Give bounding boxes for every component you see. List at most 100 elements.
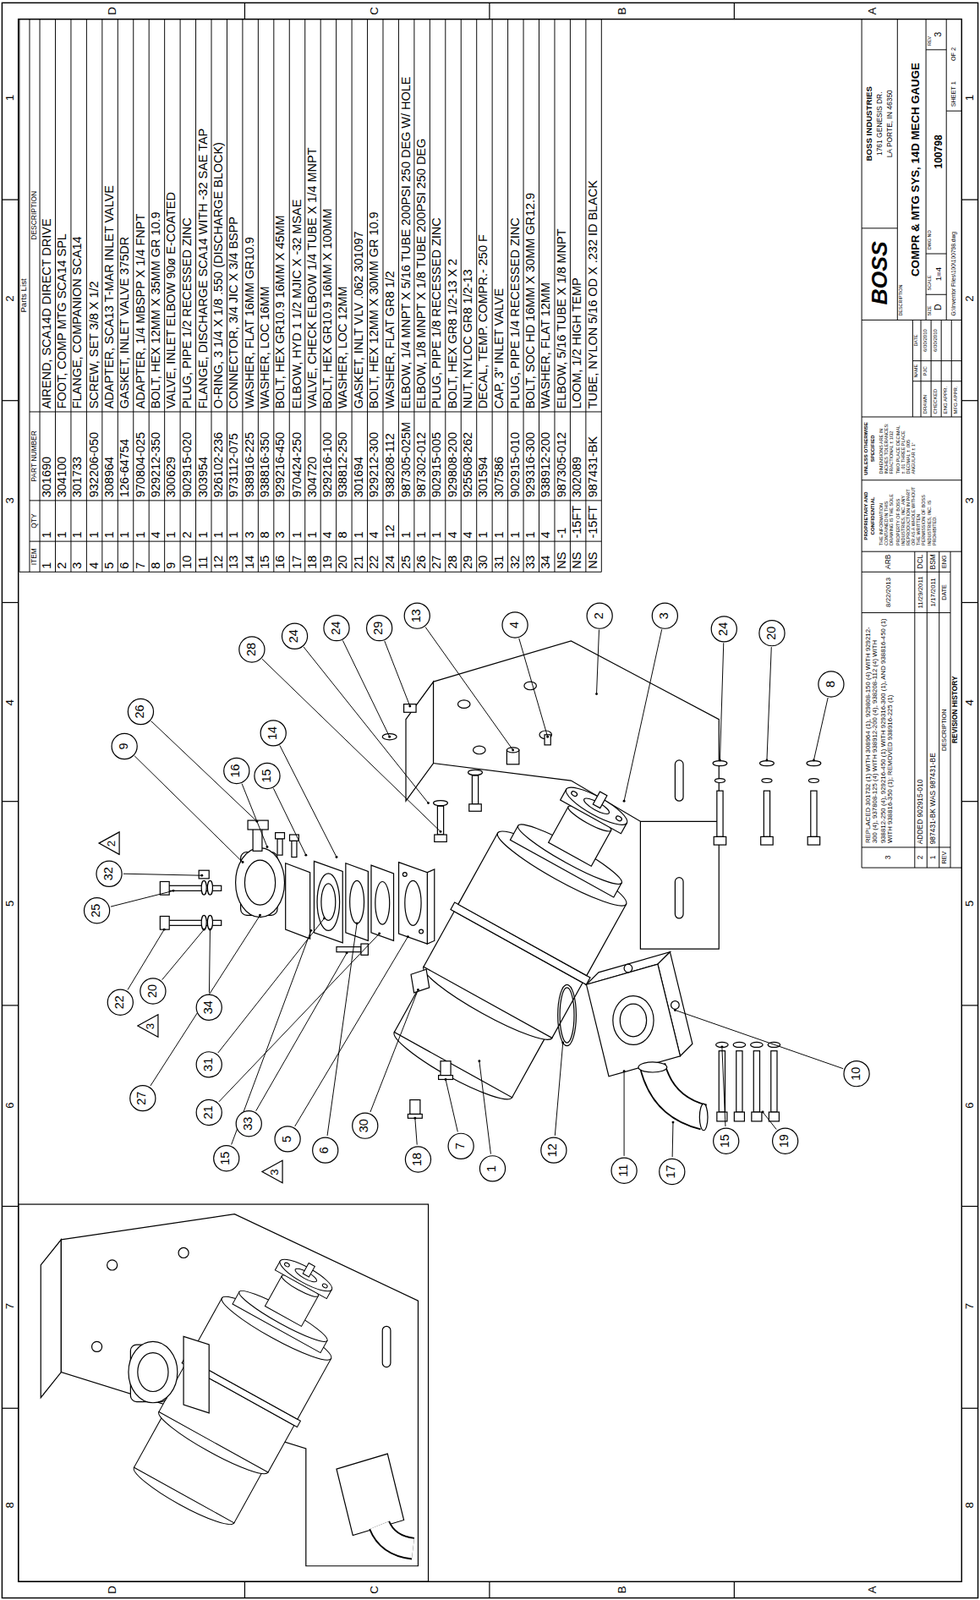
- callout-number: 11: [617, 1164, 631, 1178]
- parts-list-cell: 902915-010: [509, 415, 524, 499]
- zone-ticks: [961, 602, 978, 603]
- parts-list-cell: 24: [383, 544, 399, 570]
- discharge-block: [624, 963, 633, 973]
- parts-list-cell: 938812-250: [337, 415, 352, 499]
- field-caption: DWG NO: [926, 52, 932, 250]
- field-value: D: [933, 295, 944, 319]
- inlet-valve-stack: [207, 880, 213, 895]
- parts-list-cell: 1: [415, 503, 430, 539]
- table-rule: [920, 319, 922, 417]
- parts-list-cell: GASKET, INLT VLV .062 301097: [352, 21, 367, 409]
- parts-list-cell: 34: [539, 544, 554, 570]
- mounting-hardware: [469, 804, 482, 811]
- parts-list-cell: 938916-225: [243, 415, 258, 499]
- revision-cell: ARB: [884, 552, 893, 571]
- callout-bubble: 11: [610, 1157, 637, 1184]
- parts-list-cell: 4: [149, 503, 165, 539]
- foot-bracket: [674, 760, 684, 801]
- table-rule: [925, 19, 927, 321]
- zone-marker: B: [615, 7, 629, 16]
- leader-dot: [623, 1069, 626, 1073]
- table-rule: [28, 19, 30, 573]
- callout-number: 4: [508, 621, 522, 629]
- leader-dot: [406, 935, 410, 938]
- mounting-hardware: [382, 733, 397, 740]
- leader-line: [722, 1046, 726, 1127]
- assembled-view: [40, 1239, 61, 1398]
- mounting-hardware: [712, 761, 728, 767]
- callout-bubble: 28: [238, 635, 265, 663]
- callout-number: 15: [719, 1133, 734, 1148]
- parts-list-cell: VALVE, CHECK ELBOW 1/4 TUBE X 1/4 MNPT: [306, 21, 321, 409]
- table-rule: [925, 253, 947, 255]
- parts-list-cell: 1: [290, 503, 305, 539]
- parts-list-cell: 303954: [196, 415, 211, 499]
- parts-list-cell: BOLT, HEX GR10.9 16MM X 45MM: [274, 21, 290, 409]
- table-rule: [914, 551, 915, 868]
- assembled-view: [382, 1325, 391, 1367]
- leader-line: [208, 929, 211, 993]
- table-rule: [861, 571, 951, 573]
- parts-list-cell: 304100: [55, 415, 71, 499]
- zone-ticks: [961, 1004, 978, 1006]
- revision-header: REV: [941, 848, 948, 867]
- parts-list-cell: 301694: [352, 415, 367, 499]
- leader-dot: [258, 914, 262, 917]
- leader-line: [218, 933, 380, 1102]
- company-logo: BOSS: [867, 229, 894, 316]
- discharge-block: [736, 1051, 743, 1112]
- mounting-hardware: [761, 778, 772, 783]
- zone-ticks: [1, 199, 18, 201]
- callout-number: 24: [329, 621, 344, 636]
- callout-number: 32: [102, 866, 116, 881]
- leader-dot: [241, 860, 245, 864]
- parts-list-cell: 4: [539, 503, 554, 539]
- callout-bubble: 12: [540, 1136, 567, 1163]
- table-rule: [926, 551, 928, 868]
- leader-line: [342, 640, 389, 737]
- mounting-hardware: [437, 805, 444, 835]
- parts-list-cell: 301733: [71, 415, 87, 499]
- parts-list-cell: -15FT: [570, 503, 586, 539]
- title-block-text: NAME: [914, 361, 920, 381]
- leader-dot: [561, 1041, 564, 1045]
- parts-list-cell: 987431-BK: [586, 415, 602, 499]
- parts-list-cell: 987302-012: [415, 415, 430, 499]
- parts-list-cell: 929216-100: [321, 415, 336, 499]
- table-rule: [897, 19, 898, 321]
- tolerance-text: DIMENSIONS ARE IN INCHES TOLERANCES: FRA…: [879, 422, 917, 474]
- table-rule: [861, 19, 863, 868]
- callout-number: 27: [136, 1091, 150, 1106]
- parts-list-cell: 11: [196, 544, 211, 570]
- table-rule: [951, 319, 953, 417]
- callout-number: 18: [411, 1152, 426, 1167]
- parts-list-cell: ADAPTER, SCA13 T-MAR INLET VALVE: [103, 21, 118, 409]
- leader-dot: [477, 1059, 481, 1063]
- inlet-valve-stack: [168, 919, 222, 926]
- leader-dot: [718, 759, 722, 762]
- mounting-hardware: [434, 834, 447, 842]
- parts-list-cell: 16: [274, 544, 290, 570]
- notice-title: PROPRIETARY AND CONFIDENTIAL: [864, 481, 876, 551]
- parts-list-cell: CAP, 3" INLET VALVE: [492, 21, 508, 409]
- inlet-valve-stack: [350, 880, 365, 924]
- callout-number: 29: [372, 621, 387, 636]
- callout-number: 1: [486, 1165, 500, 1172]
- table-rule: [861, 551, 962, 553]
- table-header: ITEM: [30, 542, 39, 571]
- inlet-valve-stack: [419, 929, 424, 934]
- parts-list-cell: ELBOW, 5/16 TUBE X 1/8 MNPT: [555, 21, 570, 409]
- table-rule: [912, 380, 962, 382]
- leader-line: [479, 1061, 492, 1155]
- airend-fittings: [407, 969, 453, 1118]
- callout-bubble: 34: [196, 994, 223, 1021]
- parts-list-cell: 6: [118, 544, 133, 570]
- parts-list-cell: 970804-025: [134, 415, 149, 499]
- callout-bubble: 24: [281, 623, 308, 650]
- field-value: 1=4: [934, 254, 944, 294]
- leader-line: [231, 930, 312, 1145]
- callout-number: 6: [318, 1146, 333, 1154]
- field-caption: DESCRIPTION: [898, 240, 904, 316]
- table-rule: [941, 319, 942, 417]
